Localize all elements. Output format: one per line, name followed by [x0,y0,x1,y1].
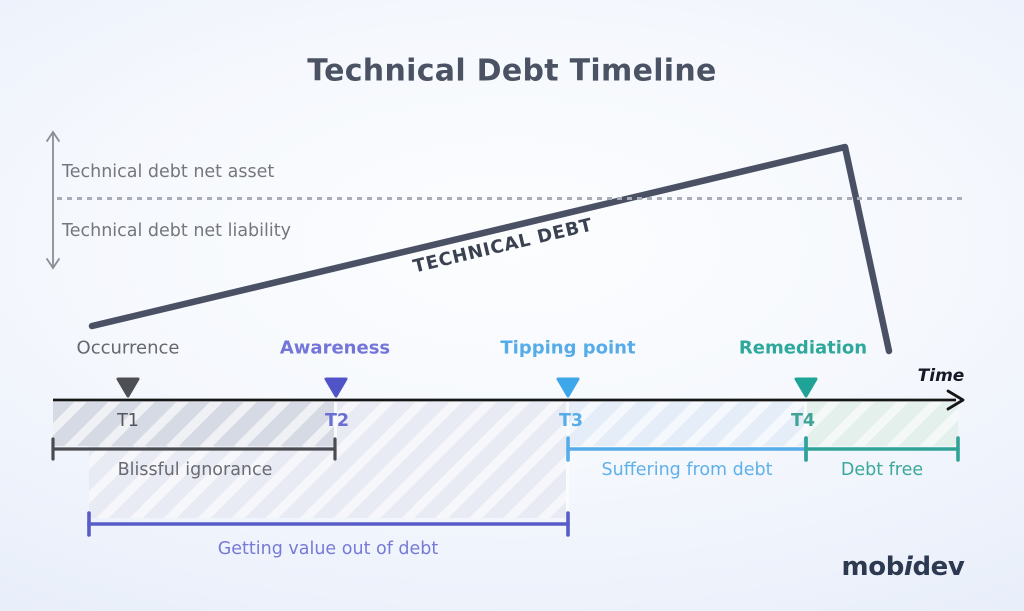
logo-accent-letter: i [903,552,913,582]
y-axis-double-arrow [46,130,60,270]
mobidev-logo: mobidev [842,552,965,582]
t2-divider [334,402,337,446]
tick-label-t2: T2 [324,411,350,431]
region-blissful-ignorance-hatch [53,402,334,446]
tick-label-t1: T1 [117,411,139,431]
net-liability-label: Technical debt net liability [62,221,291,241]
phase-label-debt-free: Debt free [840,460,924,480]
asset-liability-divider [57,197,965,200]
tick-label-t4: T4 [790,411,816,431]
milestone-label-remediation: Remediation [738,337,868,359]
awareness-marker-icon [324,377,348,398]
region-suffering-hatch [569,402,804,446]
phase-label-blissful-ignorance: Blissful ignorance [117,460,273,480]
time-axis-label: Time [917,366,965,386]
remediation-marker-icon [794,377,818,398]
tipping-point-marker-icon [556,377,580,398]
logo-suffix: dev [912,552,965,582]
milestone-markers [116,377,818,398]
logo-prefix: mob [841,552,905,582]
t4-divider [804,402,807,446]
milestone-label-tipping-point: Tipping point [500,337,636,359]
net-asset-label: Technical debt net asset [62,162,275,182]
occurrence-marker-icon [116,377,140,398]
milestone-label-occurrence: Occurrence [76,337,180,359]
page-title: Technical Debt Timeline [307,53,717,89]
tick-label-t3: T3 [558,411,584,431]
technical-debt-curve-label: TECHNICAL DEBT [411,214,595,278]
phase-label-suffering-from-debt: Suffering from debt [601,460,773,480]
region-debt-free-hatch [807,402,958,446]
phase-label-getting-value: Getting value out of debt [217,539,439,559]
milestone-label-awareness: Awareness [279,337,391,359]
